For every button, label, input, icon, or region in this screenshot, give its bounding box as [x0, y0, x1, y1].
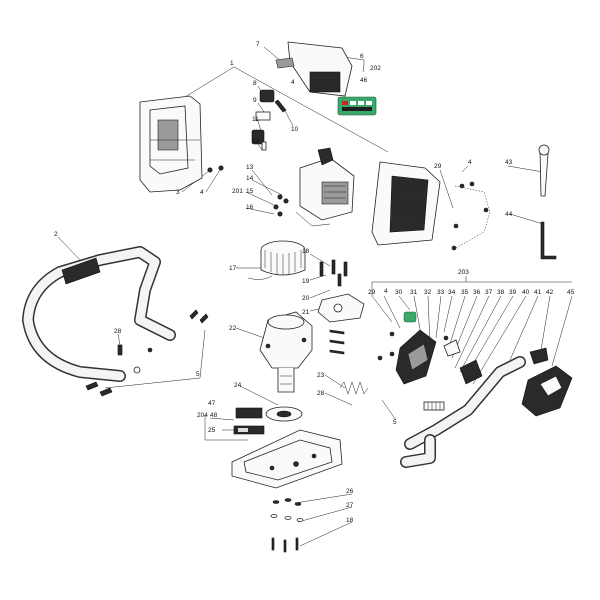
- spring: [339, 381, 369, 395]
- callout-1: 1: [230, 60, 234, 67]
- bottom-hardware: [270, 498, 304, 553]
- callout-40: 40: [522, 289, 530, 296]
- callout-7: 7: [256, 41, 260, 48]
- callout-23: 23: [317, 372, 325, 379]
- callout-19: 19: [302, 278, 310, 285]
- callout-3: 3: [176, 189, 180, 196]
- connector-plug: [423, 401, 445, 411]
- warning-label-plates: [233, 407, 265, 435]
- control-board: [295, 147, 355, 227]
- callout-29: 29: [434, 163, 442, 170]
- callout-44: 44: [505, 211, 513, 218]
- callout-43: 43: [505, 159, 513, 166]
- callout-39: 39: [509, 289, 517, 296]
- callout-32: 32: [424, 289, 432, 296]
- callout-30: 30: [395, 289, 403, 296]
- callout-2: 2: [54, 231, 58, 238]
- callout-201: 201: [232, 188, 243, 195]
- handle-bar-right: [400, 356, 526, 468]
- motor-bolts: [319, 259, 348, 287]
- callout-33: 33: [437, 289, 445, 296]
- callout-28: 28: [317, 390, 325, 397]
- battery-indicator-panel: [337, 96, 377, 116]
- callout-17: 17: [229, 265, 237, 272]
- callout-4: 4: [291, 79, 295, 86]
- callout-35: 35: [461, 289, 469, 296]
- callout-12: 12: [252, 138, 260, 145]
- callout-labels: 1 2 3 4 4 4 4 5 5 6 7 8 9 10 11 12 13 14…: [54, 41, 575, 524]
- callout-22: 22: [229, 325, 237, 332]
- handle-fasteners-left: [85, 309, 209, 397]
- wrench: [538, 144, 550, 197]
- callout-8: 8: [253, 80, 257, 87]
- callout-48: 48: [210, 412, 218, 419]
- callout-13: 13: [246, 164, 254, 171]
- callout-47: 47: [208, 400, 216, 407]
- callout-15: 15: [246, 188, 254, 195]
- callout-36: 36: [473, 289, 481, 296]
- callout-4: 4: [200, 189, 204, 196]
- callout-16: 16: [246, 204, 254, 211]
- gearbox: [259, 311, 313, 393]
- housing-screws-right: [451, 181, 491, 251]
- screws-group: [207, 165, 289, 217]
- callout-21: 21: [302, 309, 310, 316]
- callout-45: 45: [567, 289, 575, 296]
- callout-46: 46: [360, 77, 368, 84]
- callout-25: 25: [208, 427, 216, 434]
- callout-18: 18: [346, 517, 354, 524]
- callout-28: 28: [114, 328, 122, 335]
- callout-20: 20: [302, 295, 310, 302]
- small-parts-upper: [251, 57, 295, 151]
- callout-38: 38: [497, 289, 505, 296]
- callout-10: 10: [291, 126, 299, 133]
- flange-ring: [265, 406, 303, 422]
- callout-4: 4: [468, 159, 472, 166]
- callout-18: 18: [302, 248, 310, 255]
- callout-9: 9: [253, 97, 257, 104]
- callout-202: 202: [370, 65, 381, 72]
- callout-203: 203: [458, 269, 469, 276]
- callout-11: 11: [252, 116, 259, 123]
- callout-5: 5: [393, 419, 397, 426]
- right-housing-shell: [371, 161, 441, 246]
- left-housing-shell: [139, 95, 203, 193]
- base-plate: [231, 429, 343, 489]
- switch-housing-assembly: [389, 311, 549, 385]
- callout-24: 24: [234, 382, 242, 389]
- callout-37: 37: [485, 289, 493, 296]
- callout-41: 41: [534, 289, 542, 296]
- right-grip: [521, 365, 573, 417]
- callout-6: 6: [360, 53, 364, 60]
- callout-26: 26: [346, 488, 354, 495]
- callout-34: 34: [448, 289, 456, 296]
- callout-31: 31: [410, 289, 418, 296]
- hex-key: [540, 221, 557, 260]
- callout-14: 14: [246, 175, 254, 182]
- callout-5: 5: [196, 371, 200, 378]
- callout-4: 4: [384, 288, 388, 295]
- callout-204: 204: [197, 412, 208, 419]
- battery-cover: [287, 41, 353, 97]
- gearbox-screws: [329, 329, 395, 361]
- callout-27: 27: [346, 502, 354, 509]
- callout-42: 42: [546, 289, 554, 296]
- callout-29: 29: [368, 289, 376, 296]
- handle-bar-left: [22, 246, 176, 382]
- mount-plate: [317, 293, 365, 323]
- motor: [247, 240, 306, 280]
